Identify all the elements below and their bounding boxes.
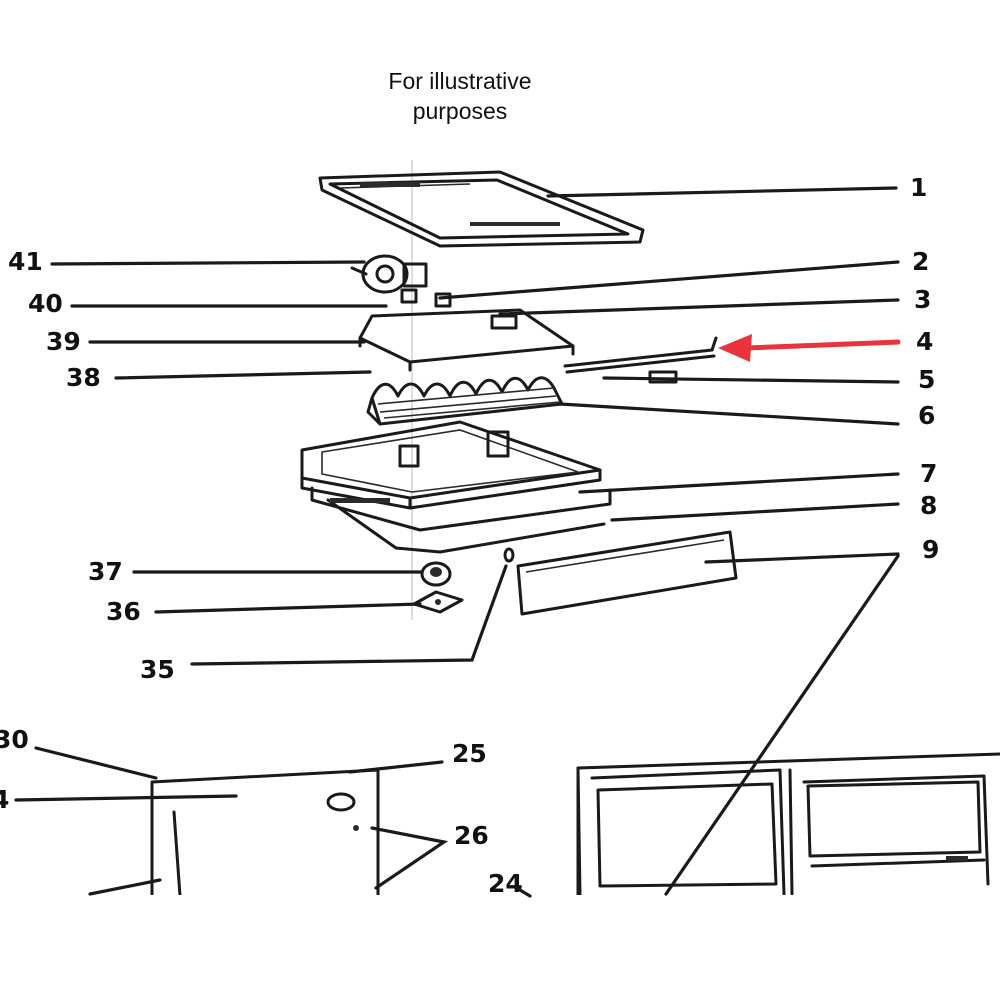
callout-30: 30 <box>0 725 29 754</box>
callout-6: 6 <box>918 401 935 430</box>
part-35-screw <box>503 547 515 563</box>
part-7-tray <box>300 420 612 554</box>
callout-8: 8 <box>920 491 937 520</box>
callout-5: 5 <box>918 365 935 394</box>
callout-41: 41 <box>8 247 43 276</box>
leader-lines <box>14 186 900 898</box>
callout-38: 38 <box>66 363 101 392</box>
part-39-plate <box>358 308 575 372</box>
part-1-cover <box>318 170 645 248</box>
part-5-clip <box>648 370 678 384</box>
part-6-coil <box>366 376 564 426</box>
callout-partial-4: 4 <box>0 785 9 814</box>
part-41-motor <box>350 254 428 294</box>
part-40-bracket <box>400 288 452 308</box>
callout-labels: 1 2 3 4 5 6 7 8 9 41 40 39 38 37 36 35 3… <box>0 173 939 898</box>
caption-line-2: purposes <box>412 98 508 124</box>
callout-2: 2 <box>912 247 929 276</box>
part-36-washer <box>412 590 464 614</box>
caption: For illustrative purposes <box>330 66 590 126</box>
callout-35: 35 <box>140 655 175 684</box>
caption-line-1: For illustrative <box>388 68 532 94</box>
callout-36: 36 <box>106 597 141 626</box>
callout-39: 39 <box>46 327 81 356</box>
callout-1: 1 <box>910 173 927 202</box>
callout-9: 9 <box>922 535 939 564</box>
callout-3: 3 <box>914 285 931 314</box>
callout-24: 24 <box>488 869 523 898</box>
callout-40: 40 <box>28 289 63 318</box>
callout-37: 37 <box>88 557 123 586</box>
cabinet-side <box>150 768 380 898</box>
refrigerator-front <box>576 752 1000 898</box>
part-37-knob <box>420 561 452 587</box>
part-4-rod <box>563 336 718 374</box>
part-9-panel <box>516 530 738 616</box>
callout-7: 7 <box>920 459 937 488</box>
callout-25: 25 <box>452 739 487 768</box>
callout-4: 4 <box>916 327 933 356</box>
callout-26: 26 <box>454 821 489 850</box>
highlight-arrow <box>718 334 901 362</box>
